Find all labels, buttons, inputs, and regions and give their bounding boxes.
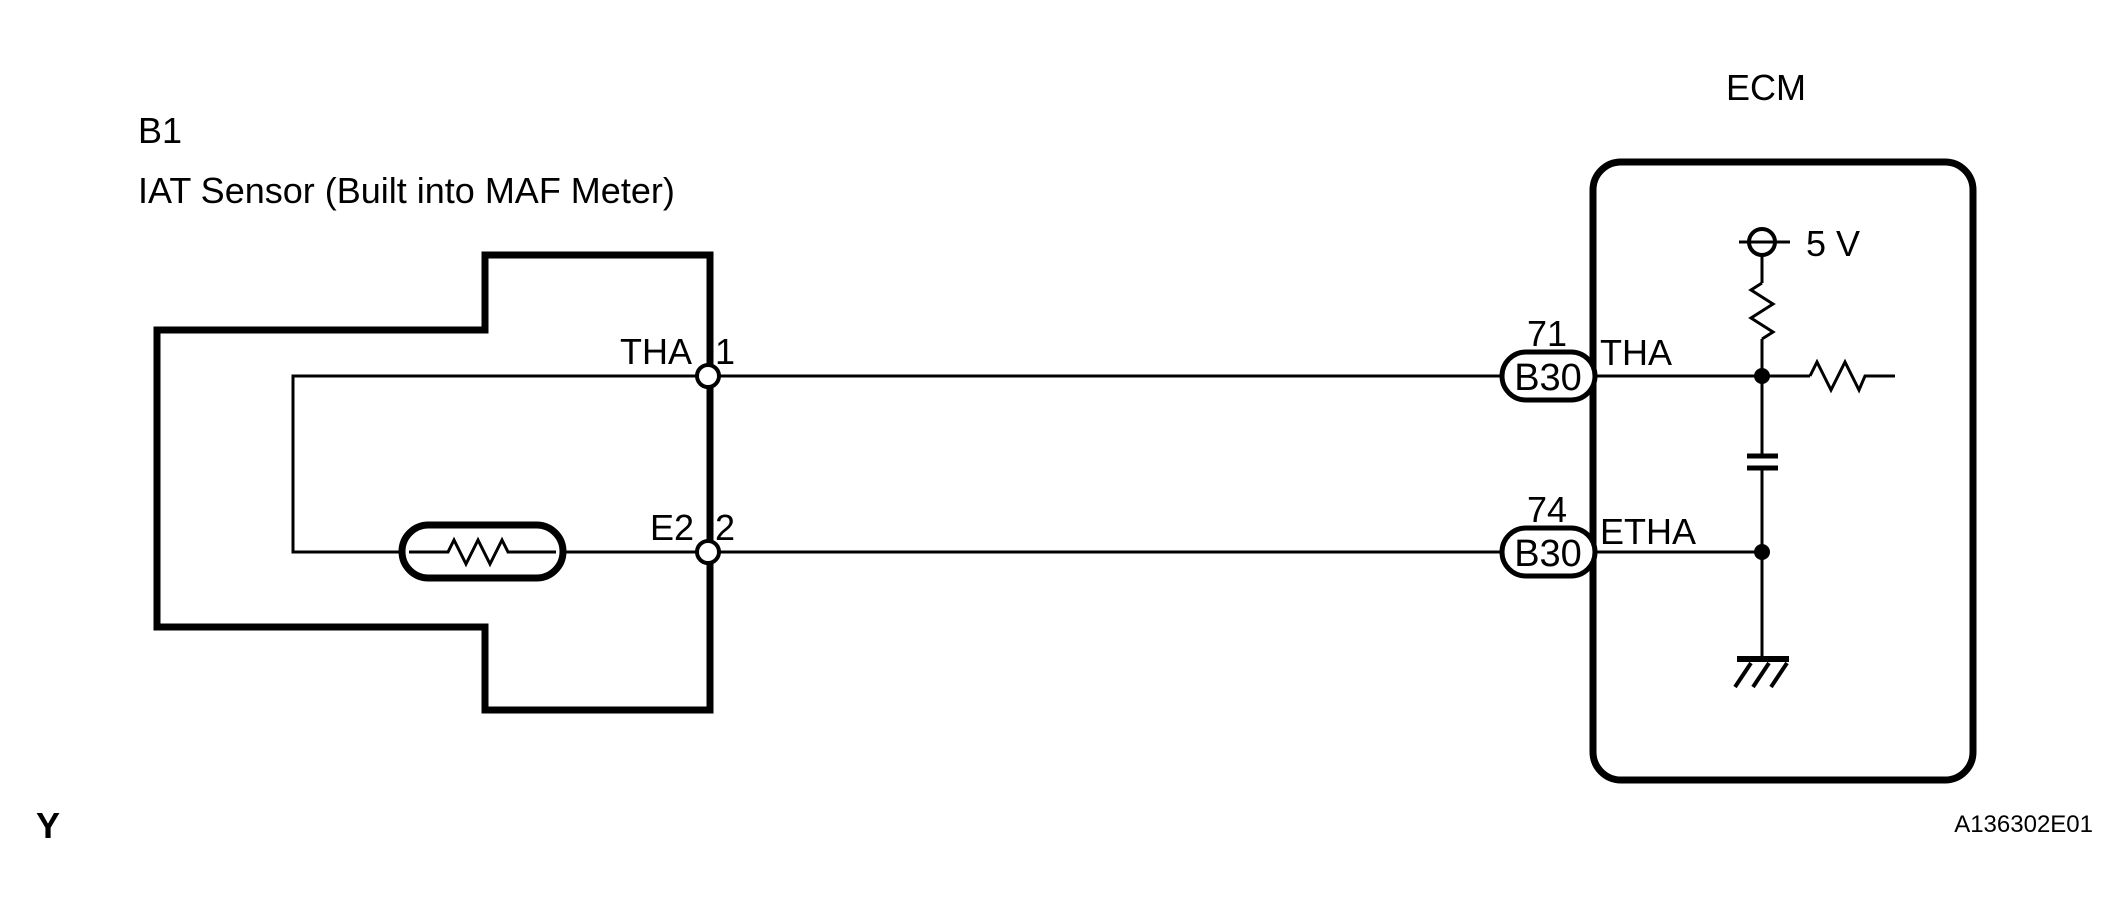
- signal-resistor-zigzag: [1808, 358, 1895, 394]
- sensor-id-label: B1: [138, 110, 182, 151]
- supply-voltage-label: 5 V: [1806, 223, 1860, 264]
- etha-junction-dot: [1754, 544, 1770, 560]
- figure-id-label: A136302E01: [1954, 811, 2093, 838]
- ecm-signal-tha-label: THA: [1600, 332, 1672, 373]
- thermistor-resistor-zigzag: [409, 536, 556, 568]
- sensor-terminal-e2-label: E2: [650, 507, 694, 548]
- sensor-terminal-2-circle: [695, 539, 721, 565]
- sensor-terminal-tha-label: THA: [620, 331, 692, 372]
- ecm-connector-b30-2-label: B30: [1514, 533, 1582, 575]
- ground-hatch-icon: [1733, 661, 1789, 689]
- ecm-signal-etha-label: ETHA: [1600, 511, 1696, 552]
- sensor-outline: [153, 251, 714, 714]
- ecm-pin-74-label: 74: [1527, 489, 1567, 530]
- pullup-resistor-zigzag: [1748, 281, 1776, 341]
- connector-b30-pin74-pill: [1499, 525, 1598, 579]
- tha-junction-dot: [1754, 368, 1770, 384]
- ecm-title: ECM: [1726, 67, 1806, 108]
- sensor-pin-1-label: 1: [715, 331, 735, 372]
- sensor-name-label: IAT Sensor (Built into MAF Meter): [138, 170, 675, 211]
- page-marker-label: Y: [36, 805, 60, 846]
- sensor-terminal-1-circle: [695, 363, 721, 389]
- ecm-pin-71-label: 71: [1527, 313, 1567, 354]
- connector-b30-pin71-pill: [1499, 349, 1598, 403]
- ecm-connector-b30-1-label: B30: [1514, 357, 1582, 399]
- sensor-pin-2-label: 2: [715, 507, 735, 548]
- ecm-box: [1589, 158, 1977, 784]
